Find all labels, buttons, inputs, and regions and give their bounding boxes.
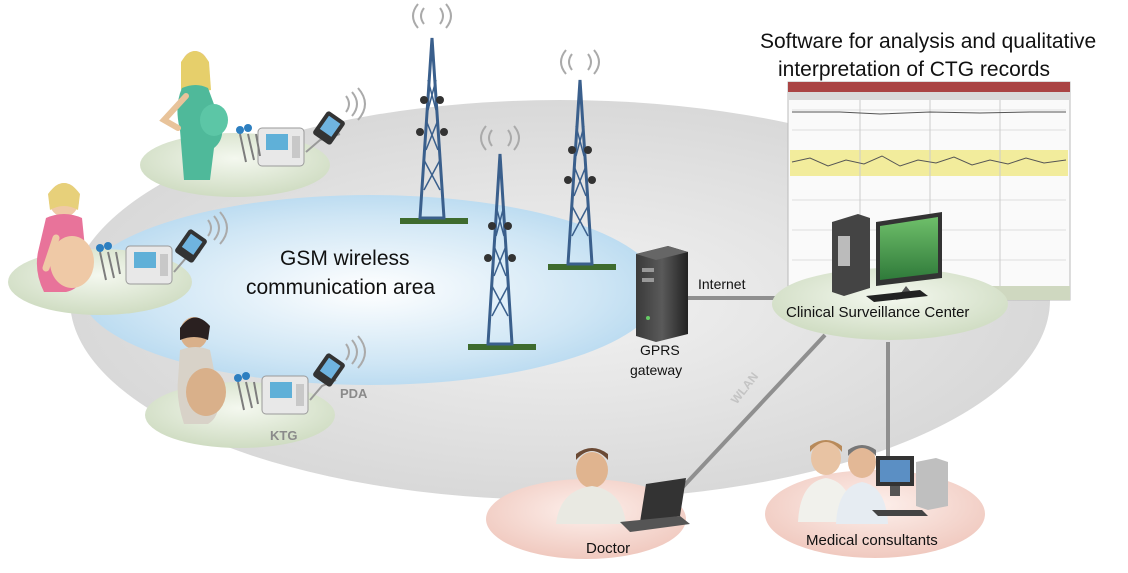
gsm-tower-icon — [400, 3, 468, 224]
doctor-station — [486, 448, 690, 559]
wlan-link — [678, 333, 827, 492]
gsm-tower-icon — [468, 125, 536, 350]
title-line-2: interpretation of CTG records — [778, 58, 1050, 81]
desktop-computer-icon — [872, 456, 948, 516]
ktg-monitor-icon — [96, 242, 173, 285]
pregnant-patient-icon — [177, 317, 226, 424]
patient-station-2 — [8, 183, 228, 315]
pregnant-patient-icon — [36, 183, 94, 292]
gsm-area-label-1: GSM wireless — [280, 247, 410, 270]
consultant-person-icon — [836, 445, 888, 524]
signal-waves-icon — [207, 211, 228, 245]
signal-waves-icon — [345, 335, 366, 369]
ktg-monitor-icon — [234, 372, 309, 415]
laptop-icon — [620, 478, 690, 532]
server-tower-icon — [636, 246, 688, 342]
patient-station-3 — [145, 317, 366, 448]
ktg-monitor-icon — [236, 124, 305, 167]
gsm-area-label-2: communication area — [246, 276, 436, 299]
gateway-label-2: gateway — [630, 362, 683, 378]
patient-station-1 — [140, 51, 366, 197]
pregnant-patient-icon — [159, 51, 228, 180]
consultants-label: Medical consultants — [806, 532, 938, 549]
gateway-label-1: GPRS — [640, 342, 680, 358]
center-station — [772, 212, 1008, 340]
pda-icon — [173, 229, 207, 273]
gsm-tower-icon — [548, 49, 616, 270]
center-label: Clinical Surveillance Center — [786, 304, 970, 321]
signal-waves-icon — [345, 87, 366, 121]
pda-icon — [305, 111, 345, 153]
pda-label: PDA — [340, 386, 368, 401]
consultants-station — [765, 440, 985, 558]
pda-icon — [309, 353, 345, 401]
doctor-label: Doctor — [586, 540, 631, 557]
gsm-area-ellipse — [80, 195, 660, 385]
doctor-person-icon — [556, 448, 626, 524]
internet-label: Internet — [698, 276, 746, 292]
ktg-label: KTG — [270, 428, 298, 443]
desktop-computer-icon — [832, 212, 942, 302]
title-line-1: Software for analysis and qualitative — [760, 30, 1097, 53]
